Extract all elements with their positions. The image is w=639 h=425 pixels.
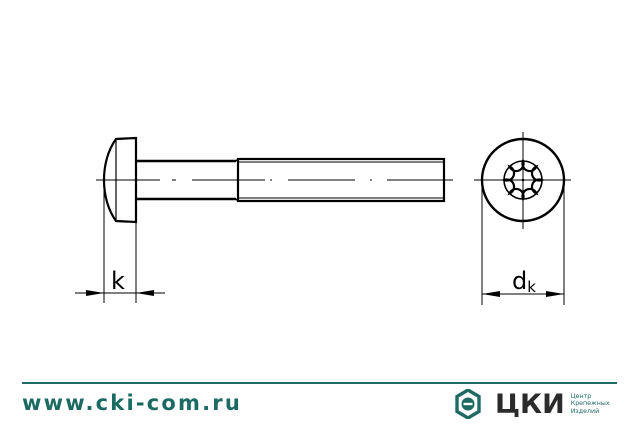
hexagon-logo-icon <box>455 389 481 419</box>
company-logo: ЦКИ Центр Крепежных Изделий <box>455 387 610 421</box>
footer-divider <box>22 382 617 384</box>
dimension-k-label: k <box>111 267 125 295</box>
screw-head <box>102 136 138 224</box>
threaded-section <box>236 157 446 203</box>
screw-side-view <box>75 136 453 303</box>
logo-tagline: Центр Крепежных Изделий <box>570 392 610 415</box>
logo-wordmark: ЦКИ <box>495 388 565 420</box>
website-link[interactable]: www.cki-com.ru <box>22 391 243 415</box>
screw-top-view <box>474 132 571 305</box>
dimension-dk-label: dk <box>512 267 536 296</box>
